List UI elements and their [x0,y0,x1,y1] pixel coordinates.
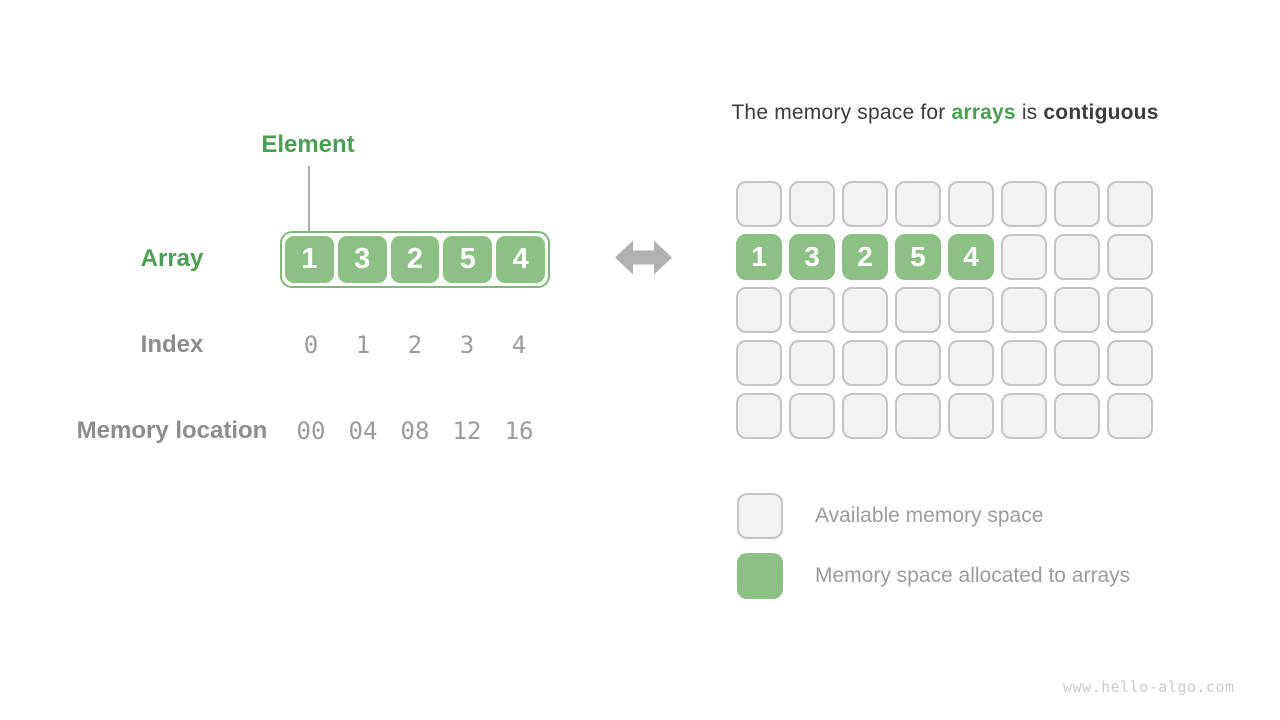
index-value: 3 [459,331,475,359]
available-memory-cell [948,393,994,439]
index-values: 0 1 2 3 4 [285,331,545,359]
array-label: Array [140,245,204,272]
index-value: 1 [355,331,371,359]
available-memory-swatch [737,493,783,539]
title-highlight-arrays: arrays [951,101,1016,124]
available-memory-cell [842,340,888,386]
available-memory-cell [948,181,994,227]
available-memory-cell [736,181,782,227]
index-label: Index [140,331,204,358]
array-cell: 2 [390,236,440,283]
double-arrow-icon [615,240,672,275]
available-memory-cell [1107,393,1153,439]
available-memory-cell [948,340,994,386]
memory-location-label: Memory location [76,417,268,444]
available-memory-cell [789,287,835,333]
memory-values: 00 04 08 12 16 [285,417,545,445]
available-memory-cell [842,393,888,439]
watermark: www.hello-algo.com [1063,678,1235,696]
element-connector-line [308,166,310,231]
legend-label-available: Available memory space [815,504,1044,527]
legend-item-available: Available memory space [737,493,1130,539]
available-memory-cell [789,181,835,227]
available-memory-cell [1054,393,1100,439]
memory-location-value: 08 [400,417,430,445]
memory-location-value: 16 [504,417,534,445]
index-value: 4 [511,331,527,359]
available-memory-cell [895,181,941,227]
diagram-title: The memory space for arrays is contiguou… [660,101,1230,125]
available-memory-cell [1001,181,1047,227]
available-memory-cell [1001,393,1047,439]
available-memory-cell [1107,181,1153,227]
available-memory-cell [895,287,941,333]
available-memory-cell [1054,287,1100,333]
available-memory-cell [842,287,888,333]
available-memory-cell [842,181,888,227]
available-memory-cell [895,340,941,386]
available-memory-cell [1001,340,1047,386]
available-memory-cell [1054,234,1100,280]
allocated-memory-cell: 1 [736,234,782,280]
array-cell: 1 [285,236,334,283]
legend: Available memory space Memory space allo… [737,493,1130,599]
array-cell: 5 [443,236,493,283]
memory-location-value: 00 [296,417,326,445]
available-memory-cell [736,393,782,439]
available-memory-cell [736,287,782,333]
allocated-memory-cell: 2 [842,234,888,280]
index-value: 2 [407,331,423,359]
legend-item-allocated: Memory space allocated to arrays [737,553,1130,599]
title-text-prefix: The memory space for [731,101,952,124]
available-memory-cell [1001,287,1047,333]
title-text-middle: is [1015,101,1044,124]
allocated-memory-cell: 5 [895,234,941,280]
available-memory-cell [1001,234,1047,280]
available-memory-cell [736,340,782,386]
element-label: Element [261,131,355,158]
available-memory-cell [948,287,994,333]
allocated-memory-cell: 3 [789,234,835,280]
available-memory-cell [1054,340,1100,386]
index-value: 0 [303,331,319,359]
array-cell: 3 [337,236,387,283]
memory-location-value: 04 [348,417,378,445]
available-memory-cell [1107,340,1153,386]
legend-label-allocated: Memory space allocated to arrays [815,564,1131,587]
allocated-memory-swatch [737,553,783,599]
array-cell: 4 [496,236,545,283]
available-memory-cell [1054,181,1100,227]
available-memory-cell [789,340,835,386]
available-memory-cell [895,393,941,439]
available-memory-cell [1107,234,1153,280]
allocated-memory-cell: 4 [948,234,994,280]
memory-location-value: 12 [452,417,482,445]
available-memory-cell [1107,287,1153,333]
available-memory-cell [789,393,835,439]
title-highlight-contiguous: contiguous [1043,101,1159,124]
